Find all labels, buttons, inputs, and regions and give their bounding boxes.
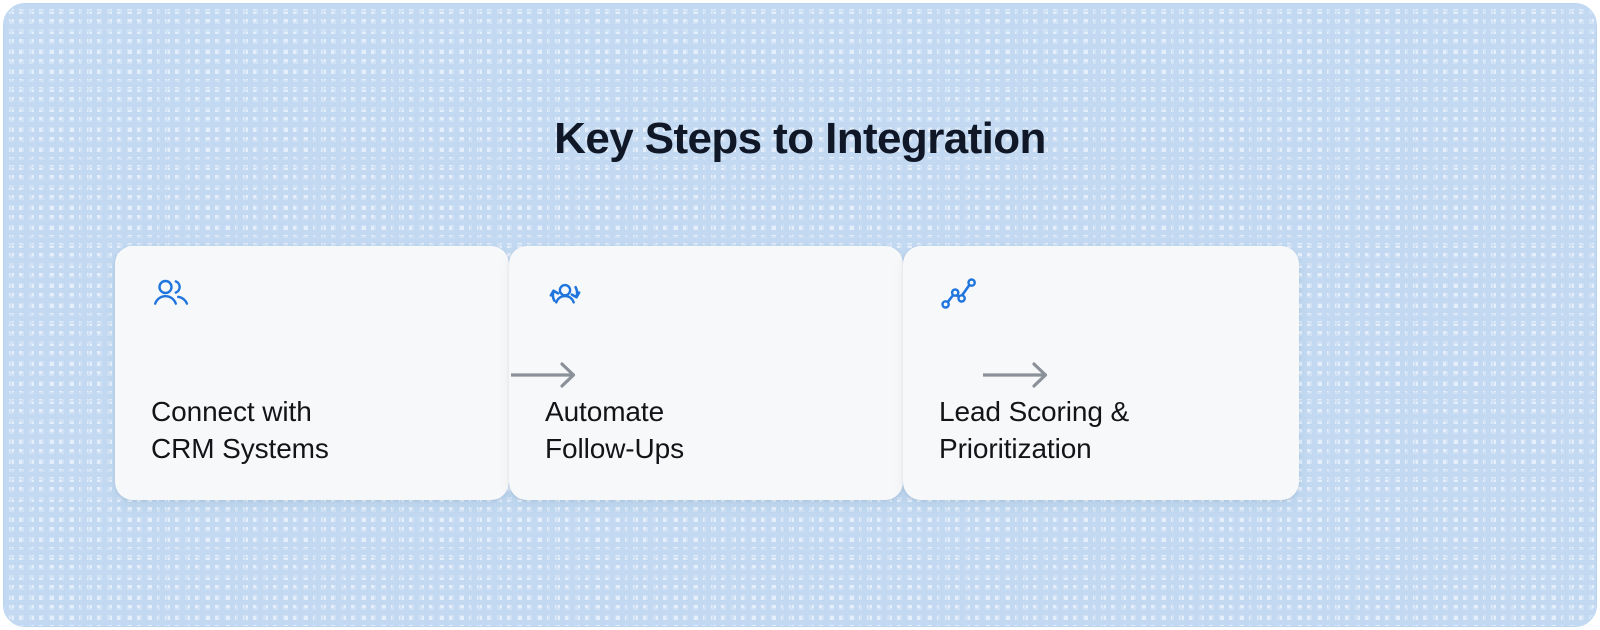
- step-card-connect-crm[interactable]: Connect with CRM Systems: [115, 246, 509, 500]
- arrow-right-1-icon: [509, 358, 581, 392]
- step-card-label: Lead Scoring & Prioritization: [939, 395, 1130, 465]
- step-card-label: Connect with CRM Systems: [151, 395, 329, 465]
- user-sync-icon: [545, 274, 585, 314]
- step-card-automate-followups[interactable]: Automate Follow-Ups: [509, 246, 903, 500]
- page-title: Key Steps to Integration: [554, 114, 1046, 163]
- step-card-lead-scoring[interactable]: Lead Scoring & Prioritization: [903, 246, 1299, 500]
- step-card-label: Automate Follow-Ups: [545, 395, 685, 465]
- steps-row: Connect with CRM Systems Automate Follow…: [115, 246, 1455, 500]
- trend-nodes-icon: [939, 274, 979, 314]
- arrow-right-2-icon: [981, 358, 1053, 392]
- users-icon: [151, 274, 191, 314]
